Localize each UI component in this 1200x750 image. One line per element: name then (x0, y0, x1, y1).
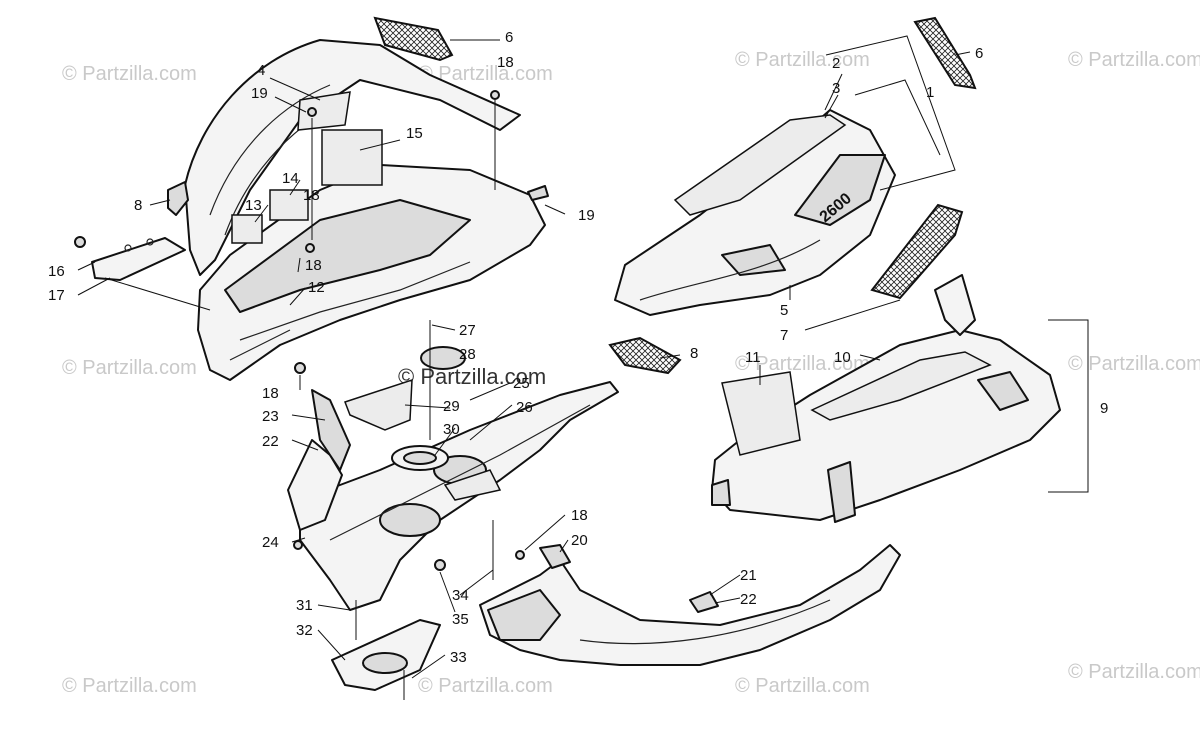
decal-15 (321, 129, 383, 186)
lower-skid (479, 544, 901, 666)
callout-12: 12 (308, 279, 325, 296)
callout-18-e: 18 (303, 187, 320, 204)
lower-pan-32 (331, 619, 441, 691)
callout-14: 14 (282, 170, 299, 187)
callout-18-d: 18 (571, 507, 588, 524)
watermark-bottom-left: © Partzilla.com (62, 675, 197, 697)
callout-25: 25 (513, 375, 530, 392)
callout-18-a: 18 (497, 54, 514, 71)
bracket-1 (825, 35, 956, 191)
watermarks: © Partzilla.com © Partzilla.com © Partzi… (62, 49, 1200, 697)
callout-10: 10 (834, 349, 851, 366)
callouts: 1 2 3 4 5 6 6 7 8 8 9 10 11 12 13 14 15 … (48, 29, 1108, 666)
hood-upper-panel (184, 39, 521, 276)
callout-22-left: 22 (262, 433, 279, 450)
leader-lines (77, 39, 971, 679)
callout-28: 28 (459, 346, 476, 363)
mesh-vent-6-right (913, 16, 977, 90)
callout-6-left: 6 (505, 29, 513, 46)
callout-8-left: 8 (134, 197, 142, 214)
callout-1: 1 (926, 84, 934, 101)
watermark-mid-right: © Partzilla.com (735, 353, 870, 375)
side-panel-9 (711, 274, 1061, 523)
callout-9: 9 (1100, 400, 1108, 417)
decal-14 (269, 189, 309, 221)
watermark-bottom-far-right: © Partzilla.com (1068, 661, 1200, 683)
watermark-top-far-right: © Partzilla.com (1068, 49, 1200, 71)
watermark-mid-far-right: © Partzilla.com (1068, 353, 1200, 375)
callout-32: 32 (296, 622, 313, 639)
fasteners-center (293, 320, 494, 700)
callout-19-right: 19 (578, 207, 595, 224)
callout-34: 34 (452, 587, 469, 604)
watermark-mid-left: © Partzilla.com (62, 357, 197, 379)
callout-2: 2 (832, 55, 840, 72)
callout-17: 17 (48, 287, 65, 304)
belly-pan-26 (299, 381, 619, 611)
callout-19-left: 19 (251, 85, 268, 102)
callout-4: 4 (257, 62, 265, 79)
watermark-top-right: © Partzilla.com (735, 49, 870, 71)
callout-29: 29 (443, 398, 460, 415)
watermark-top-mid: © Partzilla.com (418, 63, 553, 85)
callout-5: 5 (780, 302, 788, 319)
watermark-center: © Partzilla.com (398, 364, 546, 389)
callout-6-right: 6 (975, 45, 983, 62)
callout-7: 7 (780, 327, 788, 344)
callout-23: 23 (262, 408, 279, 425)
fasteners-left (294, 90, 549, 374)
callout-24: 24 (262, 534, 279, 551)
mesh-vent-7 (870, 203, 964, 300)
callout-27: 27 (459, 322, 476, 339)
panel-23-22 (287, 389, 351, 531)
decal-11 (721, 371, 801, 456)
watermark-top-left: © Partzilla.com (62, 63, 197, 85)
callout-18-c: 18 (262, 385, 279, 402)
callout-26: 26 (516, 399, 533, 416)
callout-3: 3 (832, 80, 840, 97)
mesh-vent-8-right (608, 336, 682, 375)
callout-16: 16 (48, 263, 65, 280)
callout-22-right: 22 (740, 591, 757, 608)
callout-31: 31 (296, 597, 313, 614)
clip-8-left (167, 181, 189, 216)
side-vent-16-17 (74, 236, 186, 281)
callout-20: 20 (571, 532, 588, 549)
decal-29 (344, 378, 413, 431)
watermark-bottom-right: © Partzilla.com (735, 675, 870, 697)
bracket-9 (1048, 319, 1089, 493)
callout-8-right: 8 (690, 345, 698, 362)
callout-11: 11 (745, 349, 761, 366)
callout-33: 33 (450, 649, 467, 666)
callout-18-b: 18 (305, 257, 322, 274)
callout-30: 30 (443, 421, 460, 438)
fasteners-skid (515, 544, 571, 569)
callout-15: 15 (406, 125, 423, 142)
watermark-bottom-mid: © Partzilla.com (418, 675, 553, 697)
upper-cover-1: 2600 (614, 109, 896, 316)
callout-21: 21 (740, 567, 757, 584)
grommet-28-30 (391, 346, 466, 471)
hood-mesh-vent-6-left (373, 16, 454, 62)
callout-35: 35 (452, 611, 469, 628)
callout-13: 13 (245, 197, 262, 214)
